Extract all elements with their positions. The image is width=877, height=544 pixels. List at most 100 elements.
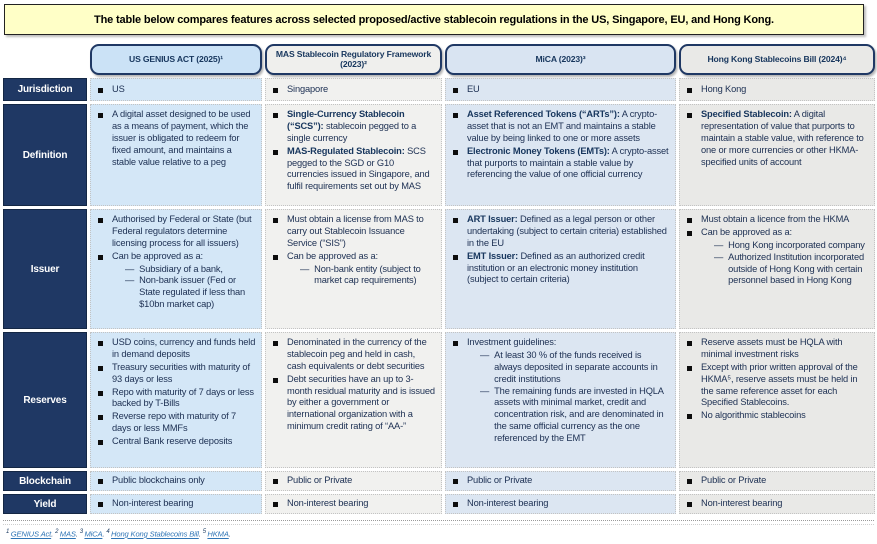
column-header-us: US GENIUS ACT (2025)¹ [90, 44, 262, 75]
bullet-text: EU [467, 83, 480, 94]
bullet-item: Asset Referenced Tokens (“ARTs”): A cryp… [449, 109, 670, 145]
bullet-item: Can be approved as a: [269, 251, 436, 263]
bullet-item: A digital asset designed to be used as a… [94, 109, 256, 168]
sub-bullet-text: Hong Kong incorporated company [728, 239, 865, 250]
bullet-square-icon [273, 218, 278, 223]
bullet-item: Denominated in the currency of the stabl… [269, 337, 436, 373]
cell-jurisdiction-eu: EU [445, 78, 676, 101]
bullet-text: ART Issuer: Defined as a legal person or… [467, 214, 667, 248]
cell-blockchain-us: Public blockchains only [90, 471, 262, 491]
bullet-square-icon [687, 230, 692, 236]
footnote-link-2[interactable]: MAS [59, 529, 76, 539]
sub-bullet-dash: — [480, 349, 490, 360]
bullet-text: Asset Referenced Tokens (“ARTs”): A cryp… [467, 109, 658, 143]
column-header-eu: MiCA (2023)³ [445, 44, 676, 75]
bullet-item: Non-interest bearing [269, 498, 436, 510]
bullet-text: Non-interest bearing [701, 498, 783, 509]
bullet-item: ART Issuer: Defined as a legal person or… [449, 214, 670, 250]
bullet-text: Non-interest bearing [287, 498, 369, 509]
bullet-square-icon [98, 390, 103, 396]
sub-bullet-dash: — [125, 275, 135, 286]
bullet-square-icon [98, 415, 103, 421]
sub-bullet-text: At least 30 % of the funds received is a… [494, 349, 658, 384]
bullet-square-icon [687, 87, 692, 93]
bullet-text: Public or Private [701, 475, 767, 486]
bullet-text: Must obtain a license from MAS to carry … [287, 214, 424, 248]
bullet-text: Public or Private [287, 475, 353, 486]
row-label-definition: Definition [3, 104, 87, 206]
footnote-number: 2 [55, 529, 60, 535]
cell-yield-hk: Non-interest bearing [679, 494, 875, 514]
bullet-item: EU [449, 84, 670, 96]
bullet-square-icon [98, 341, 103, 346]
row-label-reserves: Reserves [3, 332, 87, 468]
title-banner: The table below compares features across… [4, 4, 864, 35]
cell-jurisdiction-sg: Singapore [265, 78, 442, 101]
bullet-item: Authorised by Federal or State (but Fede… [94, 214, 256, 250]
bullet-item: Repo with maturity of 7 days or less bac… [94, 387, 256, 411]
footnote-number: 3 [79, 529, 85, 535]
cell-issuer-sg: Must obtain a license from MAS to carry … [265, 209, 442, 329]
bullet-square-icon [273, 341, 278, 346]
bullet-text: Authorised by Federal or State (but Fede… [112, 214, 252, 248]
cell-yield-us: Non-interest bearing [90, 494, 262, 514]
bullet-text: Reserve assets must be HQLA with minimal… [701, 337, 843, 359]
bullet-square-icon [273, 87, 278, 93]
bullet-square-icon [687, 341, 692, 346]
row-label-jurisdiction: Jurisdiction [3, 78, 87, 101]
cell-jurisdiction-us: US [90, 78, 262, 101]
bullet-square-icon [273, 479, 278, 485]
bullet-item: Debt securities have an up to 3-month re… [269, 374, 436, 433]
bullet-square-icon [98, 440, 103, 446]
bullet-text: Electronic Money Tokens (EMTs): A crypto… [467, 145, 669, 180]
bullet-text: US [112, 83, 125, 94]
bullet-square-icon [687, 113, 692, 118]
footnote-link-4[interactable]: Hong Kong Stablecoins Bill [111, 529, 199, 539]
cell-definition-eu: Asset Referenced Tokens (“ARTs”): A cryp… [445, 104, 676, 206]
bullet-item: Reverse repo with maturity of 7 days or … [94, 411, 256, 435]
bullet-square-icon [273, 149, 278, 155]
cell-reserves-eu: Investment guidelines:—At least 30 % of … [445, 332, 676, 468]
bullet-item: Public or Private [269, 475, 436, 487]
sub-bullet-item: —Subsidiary of a bank, [125, 264, 256, 276]
footnotes: 1 GENIUS Act. 2 MAS. 3 MiCA. 4 Hong Kong… [6, 529, 231, 539]
row-label-issuer: Issuer [3, 209, 87, 329]
bullet-square-icon [453, 87, 458, 93]
bullet-item: Central Bank reserve deposits [94, 436, 256, 448]
bullet-square-icon [273, 502, 278, 508]
bullet-item: US [94, 84, 256, 96]
bullet-item: Can be approved as a: [683, 227, 869, 239]
column-header-hk: Hong Kong Stablecoins Bill (2024)⁴ [679, 44, 875, 75]
bullet-text: Can be approved as a: [287, 250, 378, 261]
bullet-item: Non-interest bearing [94, 498, 256, 510]
bullet-text: Hong Kong [701, 83, 747, 94]
bullet-item: Specified Stablecoin: A digital represen… [683, 109, 869, 168]
footnote-link-1[interactable]: GENIUS Act [10, 529, 52, 539]
footnote-link-3[interactable]: MiCA [84, 529, 103, 539]
bullet-item: Public blockchains only [94, 475, 256, 487]
bullet-text: EMT Issuer: Defined as an authorized cre… [467, 250, 645, 285]
sub-bullet-text: The remaining funds are invested in HQLA… [494, 385, 664, 444]
bullet-item: Singapore [269, 84, 436, 96]
cell-issuer-us: Authorised by Federal or State (but Fede… [90, 209, 262, 329]
footnote-link-5[interactable]: HKMA [207, 529, 229, 539]
sub-bullet-text: Subsidiary of a bank, [139, 263, 223, 274]
bullet-text: Single-Currency Stablecoin (“SCS”): stab… [287, 109, 417, 143]
sub-bullet-text: Non-bank entity (subject to market cap r… [314, 263, 421, 286]
cell-jurisdiction-hk: Hong Kong [679, 78, 875, 101]
bullet-item: Public or Private [683, 475, 869, 487]
cell-reserves-hk: Reserve assets must be HQLA with minimal… [679, 332, 875, 468]
bullet-square-icon [453, 149, 458, 155]
bullet-square-icon [98, 218, 103, 223]
cell-blockchain-sg: Public or Private [265, 471, 442, 491]
cell-definition-us: A digital asset designed to be used as a… [90, 104, 262, 206]
bullet-square-icon [453, 502, 458, 508]
bullet-item: Can be approved as a: [94, 251, 256, 263]
bullet-text: Repo with maturity of 7 days or less bac… [112, 386, 254, 409]
cell-reserves-us: USD coins, currency and funds held in de… [90, 332, 262, 468]
bullet-text: Public blockchains only [112, 475, 205, 486]
bullet-item: Hong Kong [683, 84, 869, 96]
bullet-item: Non-interest bearing [449, 498, 670, 510]
sub-bullet-text: Authorized Institution incorporated outs… [728, 251, 864, 286]
bullet-text: A digital asset designed to be used as a… [112, 109, 251, 167]
